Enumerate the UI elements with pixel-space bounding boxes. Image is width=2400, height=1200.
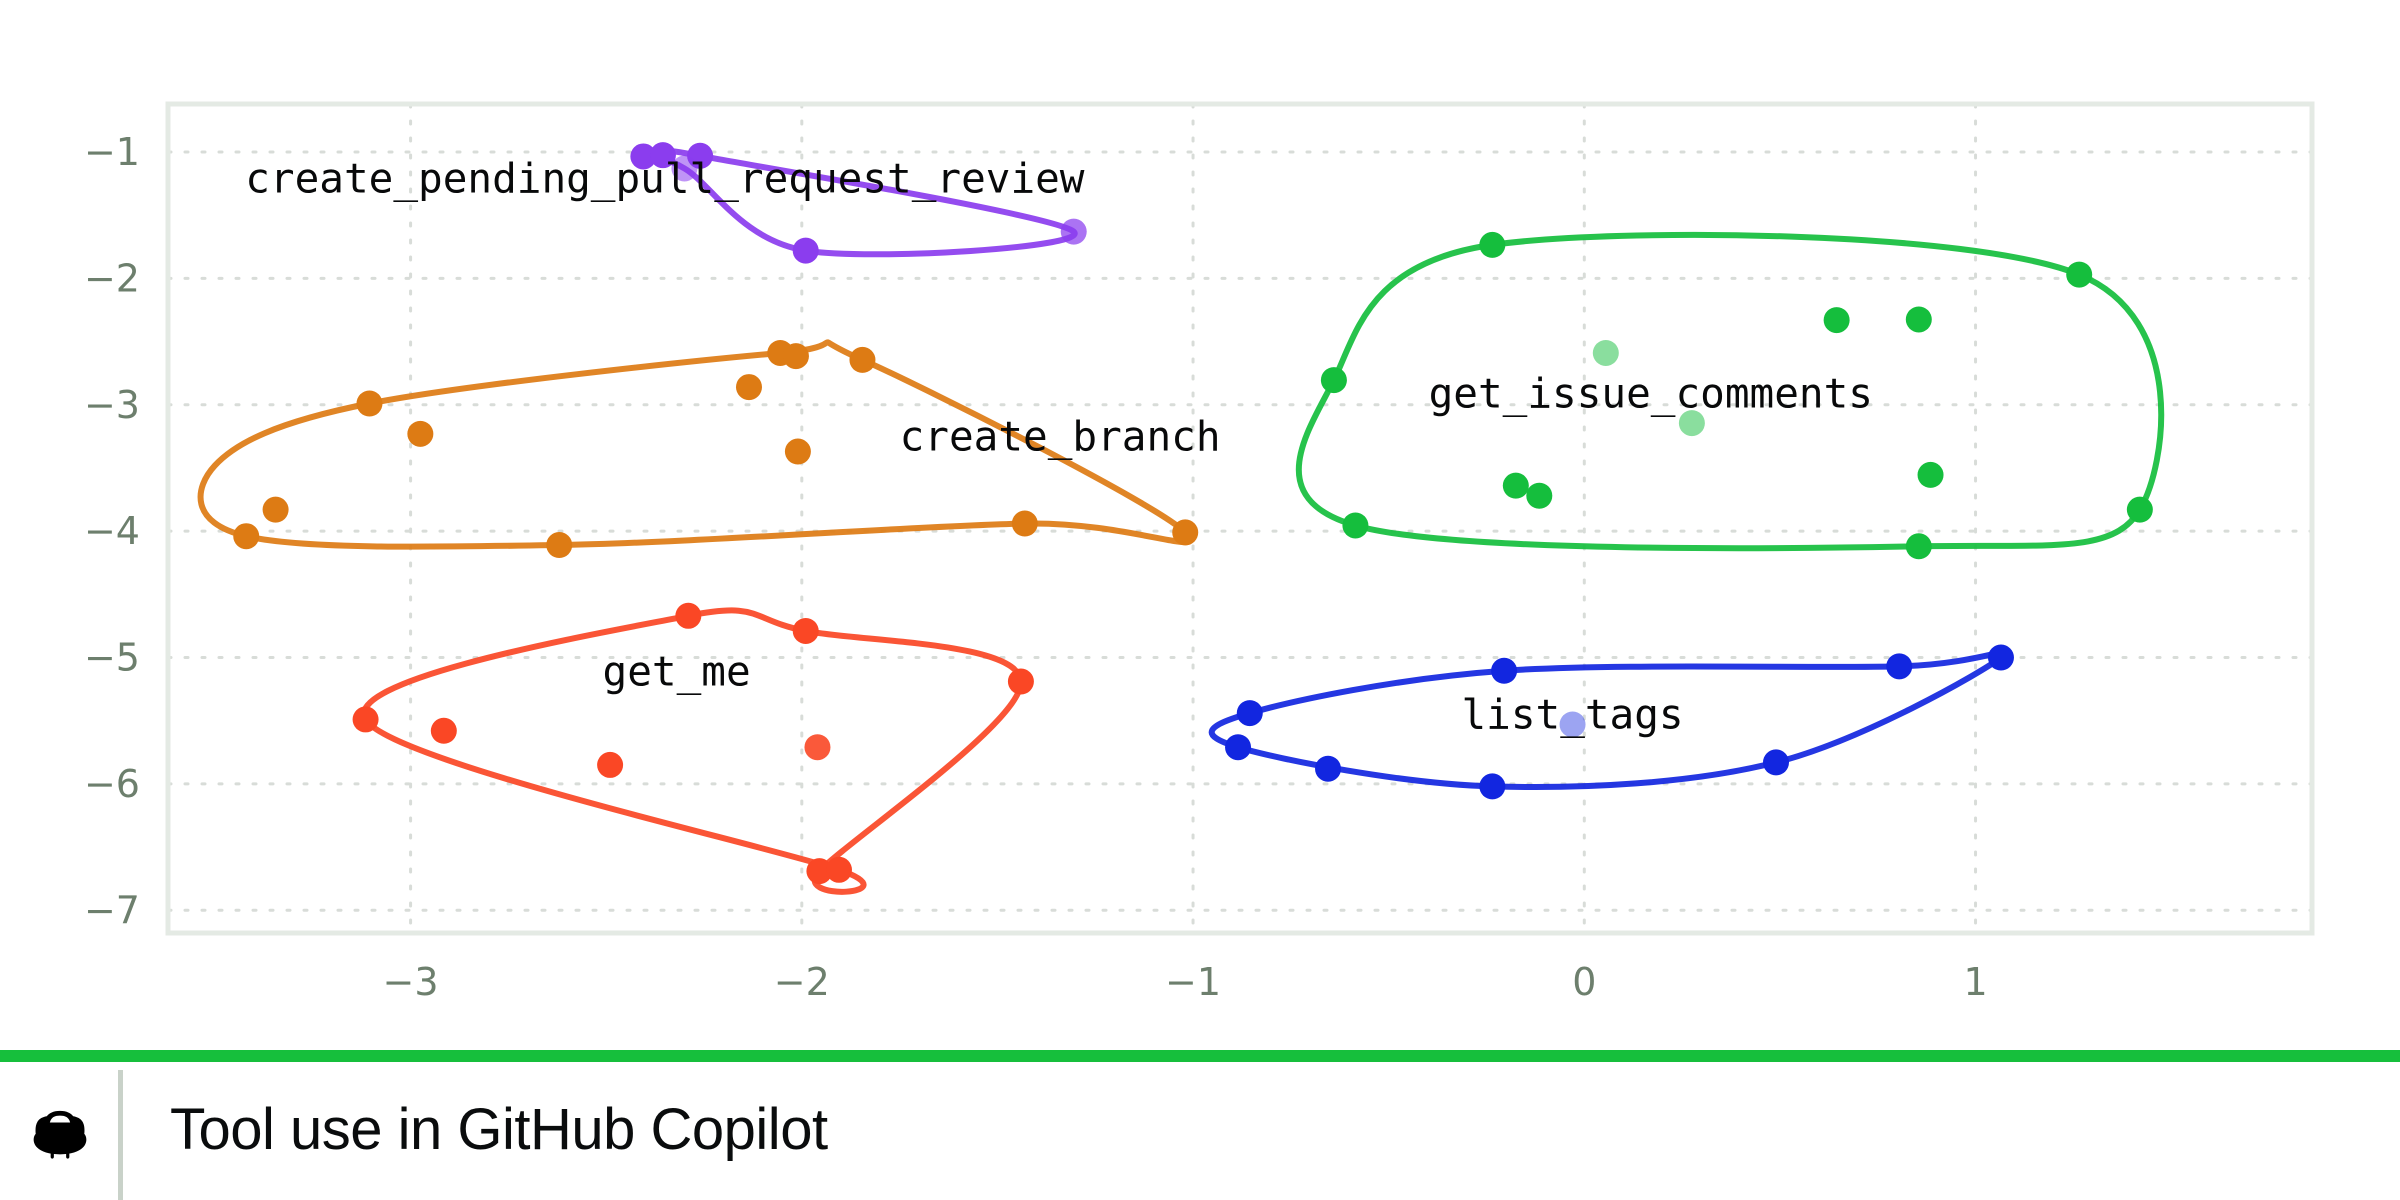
y-tick-label: −6: [84, 762, 140, 806]
cluster-point: [233, 523, 260, 550]
x-tick-label: 0: [1572, 960, 1596, 1004]
cluster-point: [671, 155, 698, 182]
cluster-point: [675, 602, 702, 629]
cluster-point: [1479, 231, 1506, 258]
cluster-point: [1917, 461, 1944, 488]
cluster-point: [1823, 307, 1850, 334]
cluster-point: [735, 374, 762, 401]
cluster-point: [849, 346, 876, 373]
scatter-chart: −1 −2 −3 −4 −5 −6 −7 −3 −2 −1 0 1 create_pending_p…: [84, 101, 2315, 1004]
plot-border: [165, 101, 2315, 936]
cluster-point: [546, 532, 573, 559]
cluster-point: [1491, 657, 1518, 684]
footer-divider: [118, 1070, 123, 1200]
cluster-point: [1320, 367, 1347, 394]
footer-title: Tool use in GitHub Copilot: [170, 1097, 828, 1162]
cluster-point: [1479, 773, 1506, 800]
cluster-point: [1502, 472, 1529, 499]
x-tick-label: 1: [1963, 960, 1987, 1004]
cluster-point: [1172, 519, 1199, 546]
cluster-label-get_issue_comments: get_issue_comments: [1429, 369, 1873, 417]
cluster-point: [1342, 512, 1369, 539]
cluster-point: [430, 717, 457, 744]
y-tick-label: −7: [84, 888, 140, 932]
cluster-point: [356, 390, 383, 417]
chart-canvas: −1 −2 −3 −4 −5 −6 −7 −3 −2 −1 0 1 create_pending_p…: [84, 101, 2315, 1004]
y-tick-label: −4: [84, 509, 140, 553]
cluster-hull-get_me: [361, 607, 1024, 895]
cluster-point: [1886, 653, 1913, 680]
cluster-point: [782, 343, 809, 370]
cluster-point: [792, 237, 819, 264]
cluster-point: [1905, 306, 1932, 333]
cluster-point: [597, 751, 624, 778]
cluster-point: [407, 420, 434, 447]
cluster-label-list_tags: list_tags: [1461, 690, 1683, 738]
x-tick-label: −1: [1165, 960, 1221, 1004]
cluster-point: [825, 856, 852, 883]
cluster-point: [1559, 711, 1586, 738]
cluster-point: [1905, 533, 1932, 560]
cluster-point: [649, 142, 676, 169]
cluster-point: [792, 617, 819, 644]
cluster-label-create_branch: create_branch: [900, 412, 1221, 460]
x-tick-label: −3: [383, 960, 439, 1004]
cluster-point: [2066, 261, 2093, 288]
x-axis-tick-labels: −3 −2 −1 0 1: [383, 960, 1988, 1004]
cluster-point: [1763, 749, 1789, 776]
cluster-point: [352, 706, 379, 733]
cluster-point: [806, 858, 833, 885]
cluster-label-get_me: get_me: [603, 647, 751, 695]
cluster-point: [1011, 510, 1038, 537]
y-axis-tick-labels: −1 −2 −3 −4 −5 −6 −7: [84, 130, 140, 932]
cluster-labels: create_pending_pull_request_reviewcreate…: [245, 154, 1873, 738]
cluster-label-create_pending_pull_request_review: create_pending_pull_request_review: [245, 154, 1085, 202]
footer-bar: [0, 1050, 2400, 1200]
cluster-point: [1592, 339, 1619, 366]
footer-accent-rule: [0, 1050, 2400, 1062]
cluster-point: [804, 734, 831, 761]
cluster-point: [1060, 218, 1087, 245]
cluster-point: [784, 438, 811, 465]
cluster-point: [1236, 700, 1263, 727]
github-copilot-icon: [33, 1110, 87, 1159]
cluster-point: [262, 496, 289, 523]
cluster-point: [1526, 482, 1553, 509]
y-tick-label: −2: [84, 256, 140, 300]
cluster-points: [233, 142, 2153, 885]
cluster-hull-list_tags: [1208, 648, 2010, 790]
x-tick-label: −2: [774, 960, 830, 1004]
cluster-point: [1987, 644, 2014, 671]
grid-lines: [166, 102, 2314, 935]
cluster-point: [1007, 668, 1034, 695]
cluster-point: [630, 143, 657, 170]
y-tick-label: −5: [84, 636, 140, 680]
cluster-point: [1225, 734, 1252, 761]
y-tick-label: −3: [84, 383, 140, 427]
cluster-point: [1678, 410, 1705, 437]
cluster-point: [1315, 755, 1342, 782]
cluster-point: [2126, 496, 2153, 523]
y-tick-label: −1: [84, 130, 140, 174]
